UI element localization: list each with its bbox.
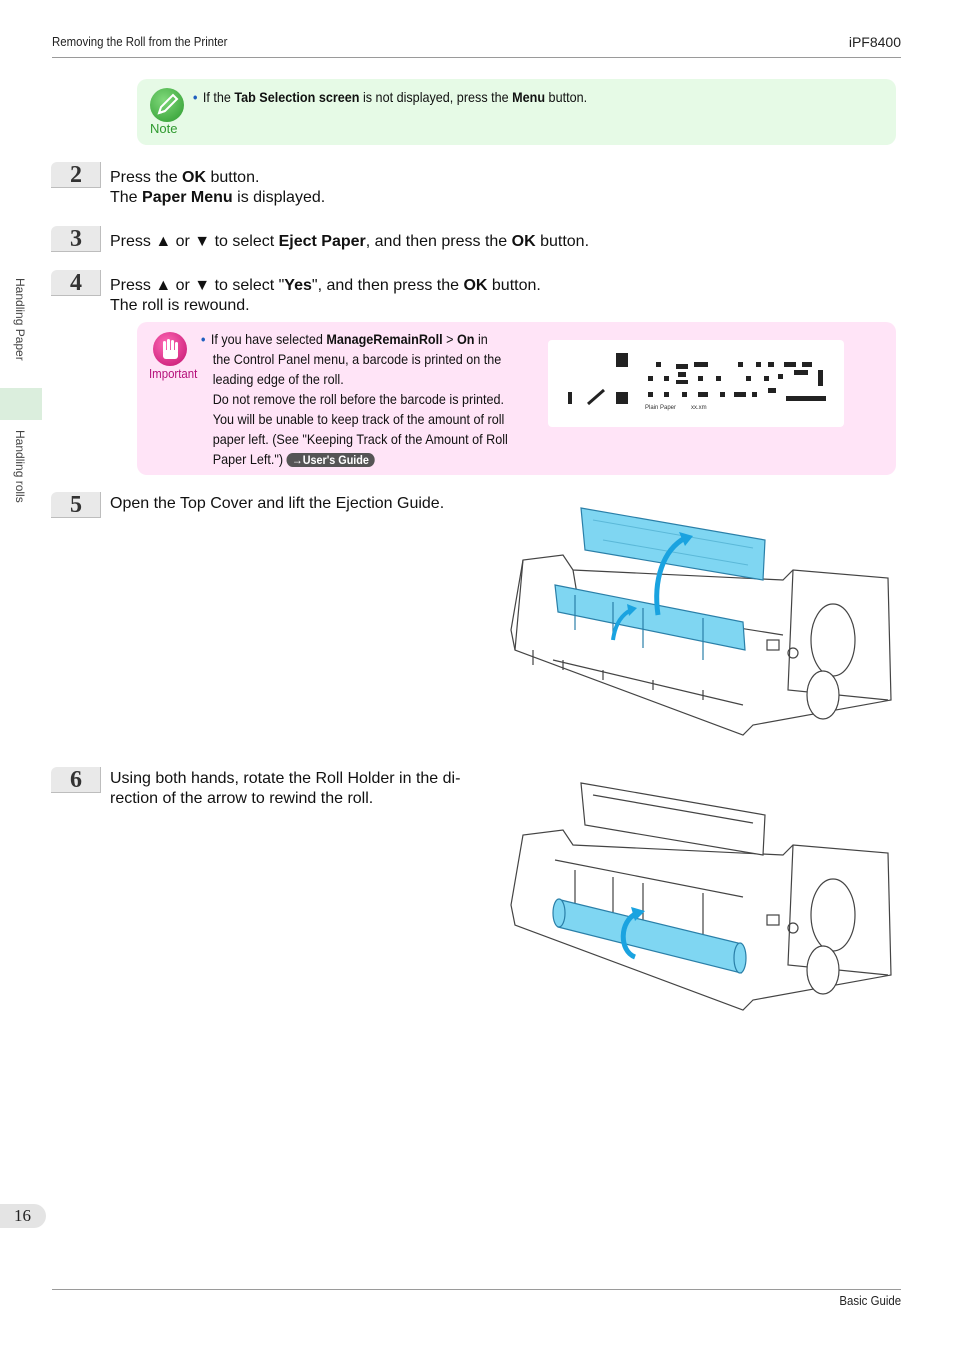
page-number: 16 (0, 1204, 46, 1228)
barcode-sample-image: Plain Paper xx.xm (548, 340, 844, 427)
barcode-caption-length: xx.xm (691, 405, 707, 411)
printer-top-cover-open-illustration (503, 500, 895, 740)
header-model: iPF8400 (848, 34, 901, 50)
sidebar-chapter: Handling Paper (13, 278, 27, 361)
note-label: Note (150, 121, 178, 136)
step-number-6: 6 (51, 767, 101, 793)
step-6-text: Using both hands, rotate the Roll Holder… (110, 770, 461, 807)
footer-guide-name: Basic Guide (839, 1293, 901, 1308)
printer-rewind-roll-illustration (503, 775, 895, 1015)
step-number-4: 4 (51, 270, 101, 296)
header-divider (52, 57, 901, 58)
footer-divider (52, 1289, 901, 1290)
step-5-text: Open the Top Cover and lift the Ejection… (110, 495, 445, 512)
step-3-text: Press ▲ or ▼ to select Eject Paper, and … (110, 233, 590, 250)
users-guide-link[interactable]: →User's Guide (286, 453, 375, 467)
note-pencil-icon (150, 88, 184, 122)
important-label: Important (149, 366, 198, 381)
barcode-caption-paper: Plain Paper (645, 405, 676, 411)
important-hand-icon (153, 332, 187, 366)
step-4-text: Press ▲ or ▼ to select "Yes", and then p… (110, 277, 541, 314)
header-section-title: Removing the Roll from the Printer (52, 34, 228, 49)
step-number-2: 2 (51, 162, 101, 188)
step-number-5: 5 (51, 492, 101, 518)
step-number-3: 3 (51, 226, 101, 252)
important-text: •If you have selected ManageRemainRoll >… (201, 331, 508, 467)
sidebar-active-tab (0, 388, 42, 420)
note-text: •If the Tab Selection screen is not disp… (193, 89, 588, 105)
sidebar-topic: Handling rolls (13, 430, 27, 503)
step-2-text: Press the OK button. The Paper Menu is d… (110, 169, 326, 206)
note-box (137, 79, 896, 145)
